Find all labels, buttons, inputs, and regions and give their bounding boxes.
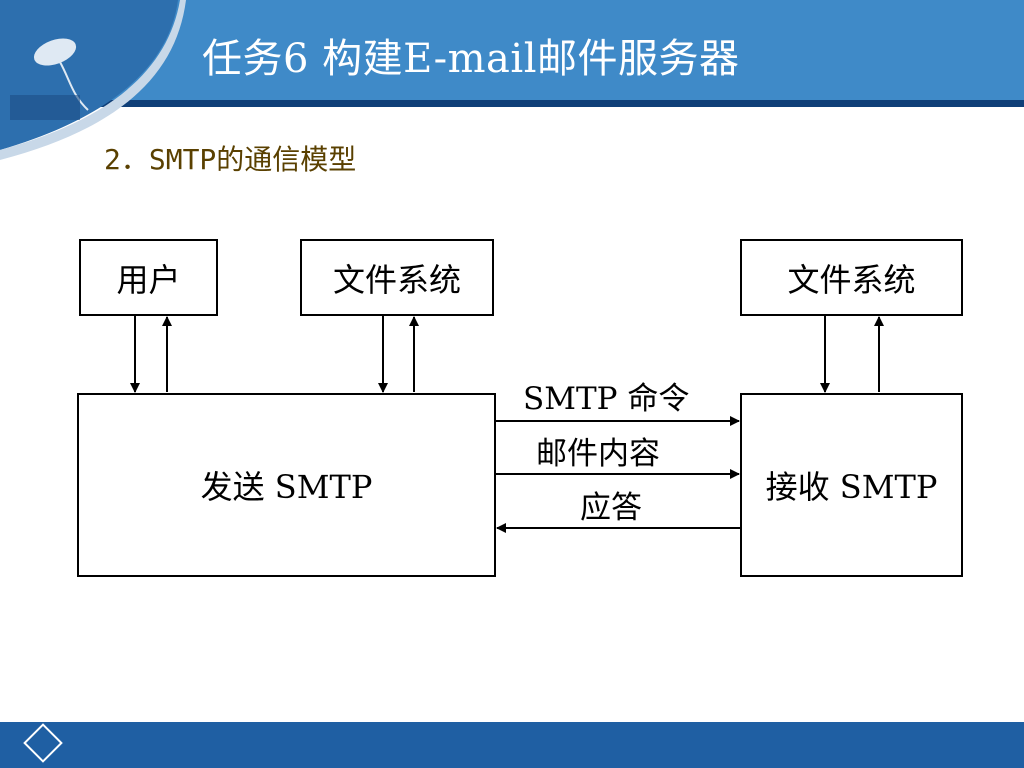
sender-smtp-box: 发送 SMTP [77, 393, 496, 577]
user-box: 用户 [79, 239, 218, 316]
slide-subtitle: 2．SMTP的通信模型 [104, 143, 357, 176]
label-mail-content: 邮件内容 [536, 436, 660, 472]
label-reply: 应答 [580, 490, 642, 526]
filesystem-left-box: 文件系统 [300, 239, 494, 316]
corner-mouse-graphic [0, 0, 186, 160]
receiver-smtp-box: 接收 SMTP [740, 393, 963, 577]
footer-bar [0, 722, 1024, 768]
label-smtp-command: SMTP 命令 [523, 381, 690, 417]
slide-title: 任务6 构建E-mail邮件服务器 [202, 36, 740, 82]
filesystem-right-box: 文件系统 [740, 239, 963, 316]
header-underline [0, 100, 1024, 107]
